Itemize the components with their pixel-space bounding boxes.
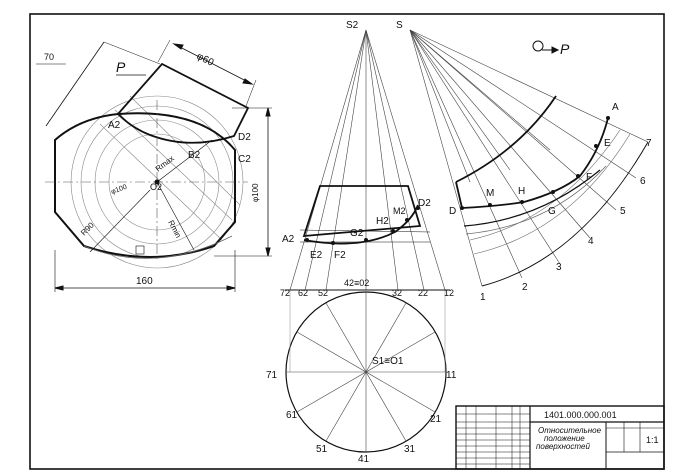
right-bold-curve bbox=[461, 117, 609, 209]
label-C2-left: C2 bbox=[238, 154, 251, 165]
title-line-1: Относительное bbox=[538, 426, 602, 435]
label-base-3: 32 bbox=[392, 288, 402, 298]
label-F2: F2 bbox=[334, 250, 346, 261]
label-circle-5: 51 bbox=[316, 444, 328, 455]
label-circle-7: 71 bbox=[266, 370, 278, 381]
label-circle-2: 21 bbox=[430, 414, 442, 425]
sheet-frame bbox=[29, 13, 665, 470]
label-circle-4: 41 bbox=[358, 454, 370, 465]
middle-view bbox=[285, 29, 450, 453]
label-160: 160 bbox=[136, 276, 153, 287]
label-base-6: 62 bbox=[298, 288, 308, 298]
label-d100-vertical: φ100 bbox=[251, 183, 260, 202]
label-ray-2: 2 bbox=[522, 282, 528, 293]
title-line-2: положение bbox=[544, 434, 585, 443]
label-circle-3: 31 bbox=[404, 444, 416, 455]
label-point-M: M bbox=[486, 188, 494, 199]
label-circle-6: 61 bbox=[286, 410, 298, 421]
label-point-F: F bbox=[586, 172, 592, 183]
label-S1-O1: S1≡O1 bbox=[372, 356, 404, 367]
label-point-E: E bbox=[604, 138, 611, 149]
label-G2: G2 bbox=[350, 228, 364, 239]
label-P-right: P bbox=[560, 41, 570, 57]
label-A2-left: A2 bbox=[108, 120, 121, 131]
label-point-H: H bbox=[518, 186, 525, 197]
label-D2-left: D2 bbox=[238, 132, 251, 143]
label-ray-1: 1 bbox=[480, 292, 486, 303]
label-M2: M2 bbox=[393, 206, 406, 216]
middle-plan-spokes bbox=[286, 292, 446, 452]
label-d60: φ60 bbox=[195, 51, 216, 69]
label-S2: S2 bbox=[346, 20, 359, 31]
label-base-2: 22 bbox=[418, 288, 428, 298]
label-ray-4: 4 bbox=[588, 236, 594, 247]
label-ray-7: 7 bbox=[646, 138, 652, 149]
middle-generators bbox=[289, 29, 446, 291]
left-cut-contour bbox=[116, 62, 250, 144]
left-centerlines bbox=[45, 100, 248, 262]
label-point-D: D bbox=[449, 206, 456, 217]
title-line-3: поверхностей bbox=[536, 442, 590, 451]
label-point-A: A bbox=[612, 102, 619, 113]
right-rays bbox=[409, 29, 649, 287]
label-circle-1: 11 bbox=[446, 370, 457, 381]
label-B2-left: B2 bbox=[188, 150, 201, 161]
label-d100-center: φ100 bbox=[110, 184, 128, 196]
label-base-7: 72 bbox=[280, 288, 290, 298]
label-point-G: G bbox=[548, 206, 556, 217]
left-view bbox=[36, 39, 272, 292]
label-H2: H2 bbox=[376, 216, 389, 227]
middle-frustum bbox=[302, 185, 422, 238]
middle-view-labels: S2 A2 E2 F2 G2 H2 M2 D2 72 62 52 42≡02 3… bbox=[266, 20, 457, 465]
title-block bbox=[455, 405, 665, 470]
left-view-labels: φ60 70 φ100 φ100 R90 160 P A2 B2 C2 D2 O… bbox=[44, 51, 260, 287]
label-base-1: 12 bbox=[444, 288, 454, 298]
right-bold-arc-top bbox=[455, 95, 557, 183]
left-main-contour bbox=[54, 112, 236, 258]
label-rotation-Q: Q bbox=[528, 38, 538, 53]
label-70: 70 bbox=[44, 52, 54, 62]
scale-value: 1:1 bbox=[646, 435, 659, 445]
label-P-left: P bbox=[116, 59, 126, 75]
label-ray-6: 6 bbox=[640, 176, 646, 187]
label-E2: E2 bbox=[310, 250, 323, 261]
label-ray-5: 5 bbox=[620, 206, 626, 217]
label-S-right: S bbox=[396, 20, 403, 31]
title-block-text: 1401.000.000.001 Относительное положение… bbox=[536, 410, 659, 451]
label-O2-left: O2 bbox=[150, 182, 162, 192]
label-ray-3: 3 bbox=[556, 262, 562, 273]
label-base-5: 52 bbox=[318, 288, 328, 298]
right-view bbox=[409, 29, 649, 287]
label-A2-mid: A2 bbox=[282, 234, 295, 245]
label-rmin: Rmin bbox=[166, 219, 183, 240]
label-D2-mid: D2 bbox=[418, 198, 431, 209]
label-base-4: 42≡02 bbox=[344, 278, 369, 288]
right-view-labels: S Q P A E F G H M D 1 2 3 4 5 6 7 bbox=[396, 20, 652, 303]
doc-code: 1401.000.000.001 bbox=[544, 410, 617, 420]
